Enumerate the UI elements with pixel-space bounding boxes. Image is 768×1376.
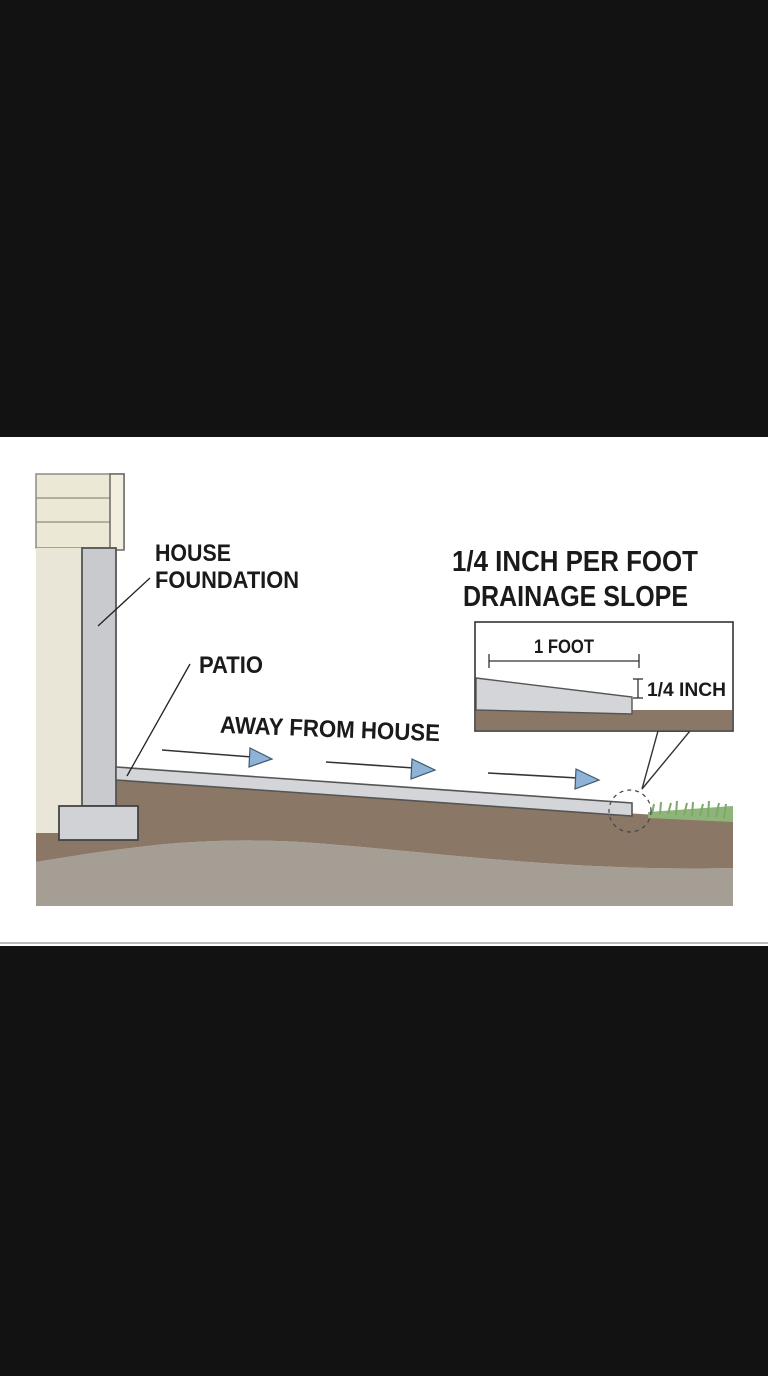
flow-direction-label: AWAY FROM HOUSE — [220, 712, 441, 747]
inset-rise-label: 1/4 INCH — [647, 680, 726, 701]
patio-leader-line — [126, 663, 191, 777]
bottom-black-band — [0, 946, 768, 1376]
detail-focus-circle — [608, 789, 652, 833]
inset-run-label: 1 FOOT — [534, 637, 594, 658]
patio-label: PATIO — [199, 652, 263, 679]
panel-bottom-rule — [0, 942, 768, 944]
house-siding — [35, 473, 125, 833]
patio-slab — [115, 766, 633, 817]
house-foundation — [58, 547, 139, 841]
magnifier-callout-icon — [641, 730, 692, 790]
slope-title-line2: DRAINAGE SLOPE — [463, 581, 688, 613]
foundation-label-line1: HOUSE — [155, 540, 231, 567]
arrow-right-icon — [325, 758, 437, 780]
top-black-band — [0, 0, 768, 437]
arrow-right-icon — [487, 768, 601, 790]
foundation-label-line2: FOUNDATION — [155, 567, 299, 594]
arrow-right-icon — [161, 747, 274, 768]
soil-layer — [36, 780, 733, 869]
slope-title-line1: 1/4 INCH PER FOOT — [452, 546, 698, 578]
slope-detail-inset — [474, 621, 734, 732]
foundation-leader-line — [97, 577, 151, 627]
grass — [648, 800, 733, 822]
subsoil-layer — [36, 840, 733, 906]
